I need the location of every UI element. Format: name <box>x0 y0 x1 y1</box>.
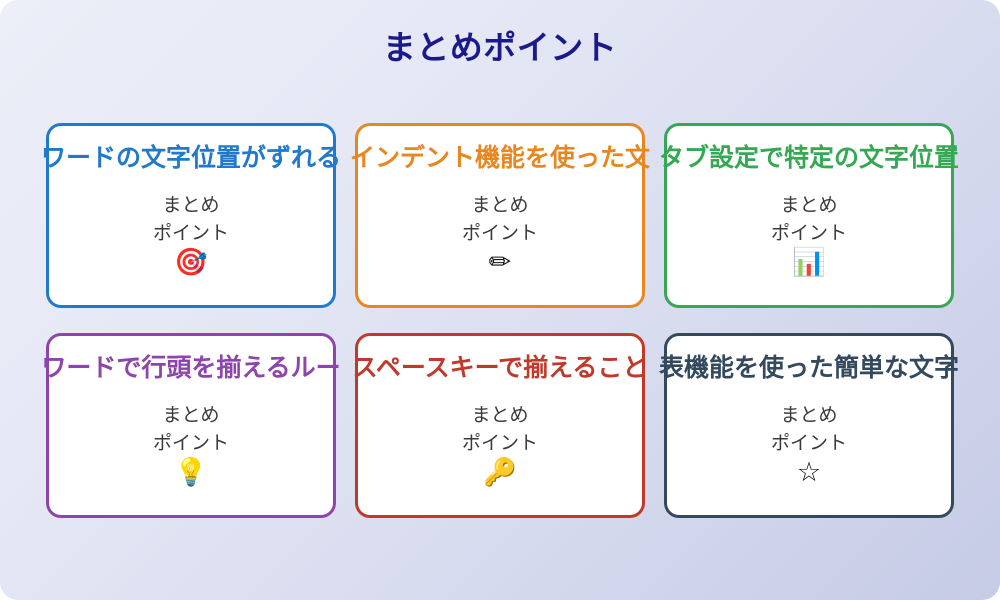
card-title: インデント機能を使った文 <box>349 144 651 172</box>
summary-card[interactable]: スペースキーで揃えること まとめ ポイント 🔑 <box>352 333 648 518</box>
card-title: スペースキーで揃えること <box>352 354 648 382</box>
summary-card[interactable]: インデント機能を使った文 まとめ ポイント ✏ <box>350 123 650 308</box>
card-body-text: まとめ ポイント <box>770 405 847 454</box>
card-title: ワードの文字位置がずれる <box>40 144 342 172</box>
summary-card[interactable]: ワードの文字位置がずれる まとめ ポイント 🎯 <box>41 123 341 308</box>
summary-card-grid: ワードの文字位置がずれる まとめ ポイント 🎯 インデント機能を使った文 まとめ… <box>41 123 959 518</box>
lightbulb-icon: 💡 <box>174 457 208 488</box>
summary-card[interactable]: タブ設定で特定の文字位置 まとめ ポイント 📊 <box>659 123 959 308</box>
summary-card[interactable]: ワードで行頭を揃えるルー まとめ ポイント 💡 <box>41 333 341 518</box>
star-icon: ☆ <box>796 457 822 488</box>
card-body-text: まとめ ポイント <box>461 195 538 244</box>
pencil-icon: ✏ <box>488 247 512 278</box>
card-title: ワードで行頭を揃えるルー <box>41 354 341 382</box>
card-title: 表機能を使った簡単な文字 <box>658 354 960 382</box>
page-title: まとめポイント <box>382 29 618 66</box>
card-body-text: まとめ ポイント <box>461 405 538 454</box>
card-body-text: まとめ ポイント <box>152 195 229 244</box>
summary-card[interactable]: 表機能を使った簡単な文字 まとめ ポイント ☆ <box>659 333 959 518</box>
bar-chart-icon: 📊 <box>792 247 826 278</box>
key-icon: 🔑 <box>483 457 517 488</box>
dart-target-icon: 🎯 <box>174 247 208 278</box>
card-body-text: まとめ ポイント <box>770 195 847 244</box>
card-body-text: まとめ ポイント <box>152 405 229 454</box>
card-title: タブ設定で特定の文字位置 <box>658 144 960 172</box>
